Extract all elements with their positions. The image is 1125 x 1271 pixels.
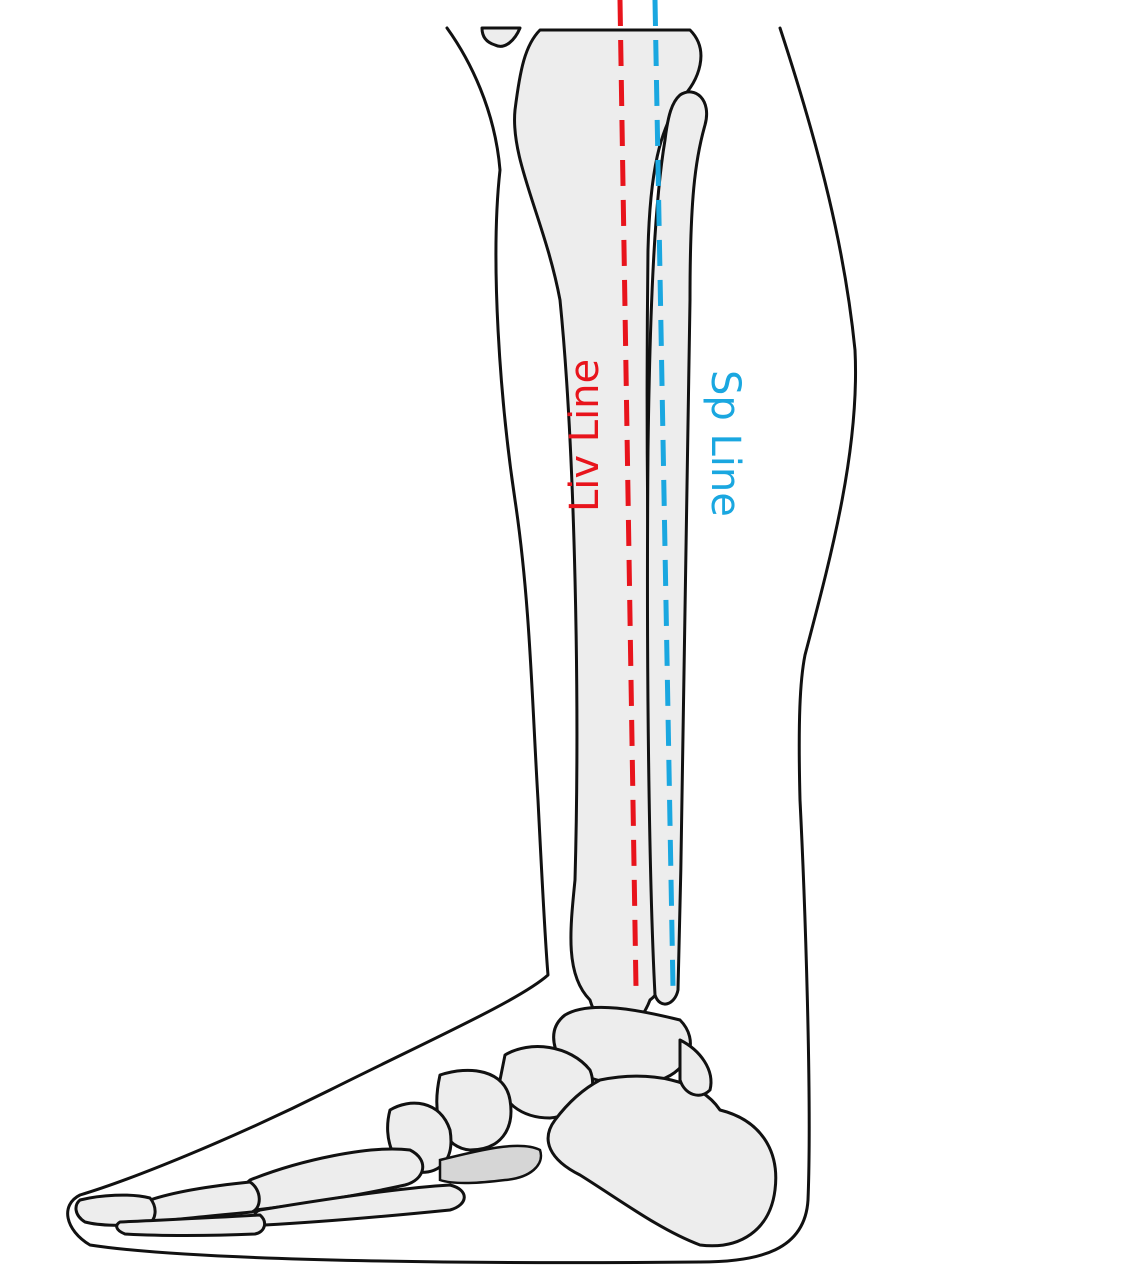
- spleen-meridian-line: [652, 0, 676, 989]
- fibula-bone: [645, 90, 708, 1006]
- liver-meridian-line: [617, 0, 639, 989]
- talus-process-bone: [678, 1038, 713, 1097]
- leg-skin-outline: [66, 26, 858, 1265]
- calcaneus-bone: [546, 1074, 778, 1248]
- metatarsal-bone: [438, 1144, 543, 1185]
- liver-line-label: Liv Line: [562, 359, 608, 512]
- phalanx-bone: [115, 1213, 267, 1237]
- patella-bone: [480, 26, 522, 48]
- spleen-line-label: Sp Line: [702, 370, 748, 517]
